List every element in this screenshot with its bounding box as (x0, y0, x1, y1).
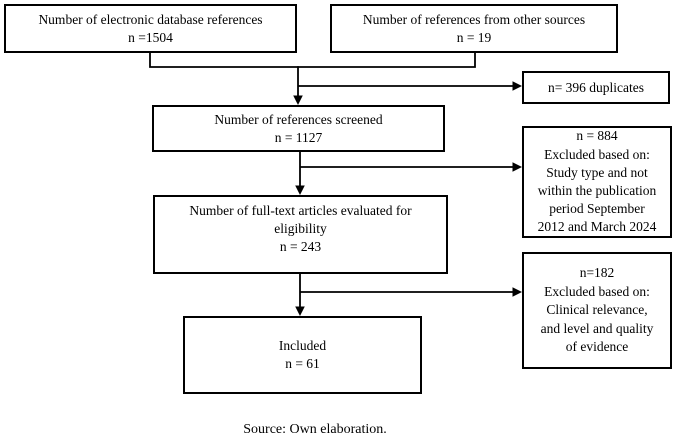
box-line: Excluded based on: (544, 146, 650, 162)
box-excluded-screening: n = 884 Excluded based on: Study type an… (522, 126, 672, 238)
box-line: and level and quality (540, 320, 654, 336)
box-included: Included n = 61 (183, 316, 422, 394)
box-line: Study type and not (546, 164, 648, 180)
box-line: eligibility (274, 221, 327, 236)
connector-merge (149, 53, 476, 68)
arrowhead-right-excluded-screening (512, 162, 522, 172)
box-count: n = 243 (279, 239, 322, 254)
box-count: n = 19 (456, 29, 492, 45)
box-count: n =1504 (128, 29, 173, 45)
box-line: within the publication (537, 183, 657, 198)
box-line: Included (278, 338, 327, 353)
box-count: n=182 (579, 265, 615, 281)
box-line: Number of references screened (214, 111, 383, 127)
box-line: Number of full-text articles evaluated f… (189, 203, 412, 218)
box-line: Clinical relevance, (546, 302, 648, 318)
source-caption: Source: Own elaboration. (243, 422, 387, 437)
box-other-sources: Number of references from other sources … (330, 4, 618, 53)
arrowhead-right-excluded-eligibility (512, 287, 522, 297)
box-count: n = 1127 (274, 129, 323, 145)
box-line: Number of references from other sources (362, 11, 586, 27)
arrowhead-down-screened (293, 95, 303, 105)
box-count: n = 884 (576, 128, 618, 144)
box-fulltext-eligibility: Number of full-text articles evaluated f… (153, 195, 448, 274)
arrowhead-down-included (295, 306, 305, 316)
box-line: period September (549, 201, 645, 217)
box-database-references: Number of electronic database references… (4, 4, 297, 53)
box-line: 2012 and March 2024 (537, 219, 657, 235)
box-count: n= 396 duplicates (547, 79, 645, 95)
box-references-screened: Number of references screened n = 1127 (152, 105, 445, 152)
box-line: of evidence (565, 339, 629, 355)
box-duplicates: n= 396 duplicates (522, 71, 670, 104)
box-line: Number of electronic database references (38, 11, 263, 27)
box-count: n = 61 (285, 356, 320, 371)
arrowhead-right-duplicates (512, 81, 522, 91)
box-line: Excluded based on: (544, 283, 650, 299)
box-excluded-eligibility: n=182 Excluded based on: Clinical releva… (522, 252, 672, 369)
arrowhead-down-fulltext (295, 185, 305, 195)
